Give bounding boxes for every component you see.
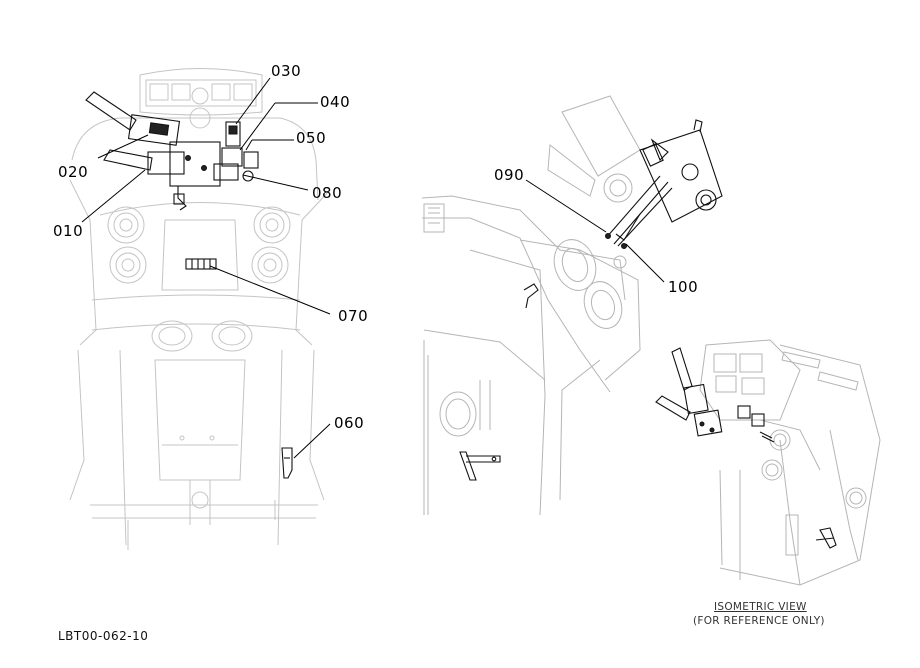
front-vent-mid-right: [251, 246, 289, 284]
side-vent-upper: [553, 239, 597, 291]
callout-070: 070: [338, 307, 368, 325]
isometric-view-switches: [655, 347, 837, 549]
callout-040: 040: [320, 93, 350, 111]
front-vent-bottom-left: [151, 320, 193, 352]
front-vent-top-left: [107, 206, 145, 244]
front-view-switches: [85, 91, 293, 479]
callout-060: 060: [334, 414, 364, 432]
side-view-dashboard: [421, 95, 641, 516]
callout-010: 010: [53, 222, 83, 240]
callout-050: 050: [296, 129, 326, 147]
side-vent-floor: [439, 391, 477, 437]
callout-080: 080: [312, 184, 342, 202]
leader-lines: [81, 77, 665, 459]
front-vent-bottom-right: [211, 320, 253, 352]
callout-090: 090: [494, 166, 524, 184]
front-vent-top-right: [253, 206, 291, 244]
callout-100: 100: [668, 278, 698, 296]
drawing-code: LBT00-062-10: [58, 629, 149, 643]
callout-020: 020: [58, 163, 88, 181]
side-view-components: [459, 119, 723, 481]
front-view-dashboard: [69, 68, 331, 550]
side-vent-lower: [583, 281, 623, 329]
front-vent-mid-left: [109, 246, 147, 284]
isometric-view-dashboard: [699, 339, 881, 586]
callout-labels: 010 020 030 040 050 060 070 080 090 100: [53, 62, 698, 432]
callout-030: 030: [271, 62, 301, 80]
isometric-view-subtitle: (FOR REFERENCE ONLY): [693, 615, 825, 627]
isometric-view-title: ISOMETRIC VIEW: [714, 601, 807, 613]
